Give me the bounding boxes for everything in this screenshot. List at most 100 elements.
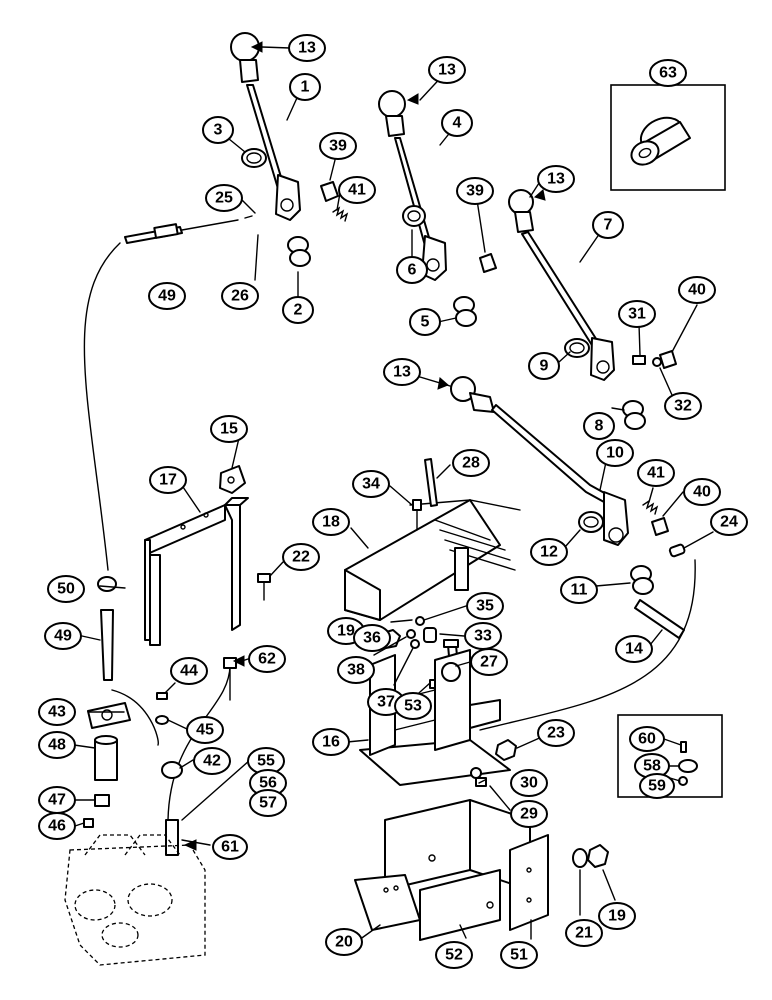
callout-29: 29: [510, 800, 548, 828]
callout-39-b: 39: [456, 177, 494, 205]
knob-5: [453, 296, 477, 327]
callout-30-label: 30: [520, 775, 538, 792]
callout-15: 15: [210, 415, 248, 443]
clip-40a: [659, 350, 677, 369]
callout-42-label: 42: [203, 753, 221, 770]
callout-53: 53: [394, 692, 432, 720]
callout-7-label: 7: [604, 217, 613, 234]
callout-1: 1: [289, 73, 321, 101]
knob-11: [630, 565, 654, 595]
callout-16-label: 16: [322, 734, 340, 751]
callout-38-label: 38: [347, 662, 365, 679]
callout-32: 32: [664, 392, 702, 420]
callout-10-label: 10: [606, 445, 624, 462]
callout-49-b: 49: [44, 622, 82, 650]
callout-28: 28: [452, 449, 490, 477]
control-valve-outline: [64, 834, 206, 966]
bracket-17: [144, 497, 249, 646]
callout-41-b: 41: [637, 459, 675, 487]
callout-60-label: 60: [638, 731, 656, 748]
callout-33-label: 33: [474, 628, 492, 645]
callout-14: 14: [615, 635, 653, 663]
callout-60: 60: [629, 726, 665, 752]
callout-49-a: 49: [148, 282, 186, 310]
callout-19-b: 19: [598, 902, 636, 930]
callout-31: 31: [618, 300, 656, 328]
callout-46: 46: [38, 812, 76, 840]
callout-19-b-label: 19: [608, 908, 626, 925]
callout-26-label: 26: [231, 288, 249, 305]
clip-40b: [651, 517, 669, 536]
callout-61-label: 61: [221, 839, 239, 856]
callout-13-c-label: 13: [547, 171, 565, 188]
callout-40-a-label: 40: [688, 282, 706, 299]
callout-18-label: 18: [322, 514, 340, 531]
callout-13-b: 13: [428, 56, 466, 84]
callout-62-label: 62: [258, 651, 276, 668]
callout-36-label: 36: [363, 630, 381, 647]
inset-63: [610, 84, 726, 191]
lever-10: [450, 376, 629, 546]
callout-55-label: 55: [257, 753, 275, 770]
callout-24-label: 24: [720, 514, 738, 531]
callout-39-a: 39: [319, 132, 357, 160]
callout-44: 44: [170, 657, 208, 685]
callout-15-label: 15: [220, 421, 238, 438]
callout-38: 38: [337, 656, 375, 684]
callout-12: 12: [530, 538, 568, 566]
callout-23: 23: [537, 719, 575, 747]
clip-39a: [320, 181, 339, 202]
callout-33: 33: [464, 622, 502, 650]
callout-23-label: 23: [547, 725, 565, 742]
callout-53-label: 53: [404, 698, 422, 715]
callout-63-label: 63: [659, 65, 677, 82]
callout-13-d-label: 13: [393, 364, 411, 381]
callout-46-label: 46: [48, 818, 66, 835]
callout-32-label: 32: [674, 398, 692, 415]
callout-4-label: 4: [453, 115, 462, 132]
callout-8: 8: [583, 412, 615, 440]
callout-25-label: 25: [215, 190, 233, 207]
clip-39b: [479, 253, 497, 273]
callout-63: 63: [649, 59, 687, 87]
tube-48: [94, 735, 118, 781]
callout-9: 9: [528, 352, 560, 380]
callout-41-a: 41: [338, 176, 376, 204]
callout-13-d: 13: [383, 358, 421, 386]
callout-48-label: 48: [48, 737, 66, 754]
callout-40-b: 40: [683, 478, 721, 506]
screw-44-45: [155, 692, 169, 725]
callout-2: 2: [282, 296, 314, 324]
callout-51: 51: [500, 941, 538, 969]
callout-57: 57: [249, 789, 287, 817]
callout-14-label: 14: [625, 641, 643, 658]
callout-26: 26: [221, 282, 259, 310]
callout-43: 43: [38, 698, 76, 726]
callout-59-label: 59: [648, 778, 666, 795]
callout-22-label: 22: [292, 549, 310, 566]
callout-13-a: 13: [288, 34, 326, 62]
callout-28-label: 28: [462, 455, 480, 472]
spring-41b: [642, 499, 659, 515]
callout-24: 24: [710, 508, 748, 536]
callout-13-b-label: 13: [438, 62, 456, 79]
callout-27: 27: [470, 648, 508, 676]
callout-37-label: 37: [377, 694, 395, 711]
callout-44-label: 44: [180, 663, 198, 680]
callout-48: 48: [38, 731, 76, 759]
callout-40-b-label: 40: [693, 484, 711, 501]
pin-33: [423, 627, 437, 643]
callout-21-label: 21: [575, 925, 593, 942]
callout-19-a-label: 19: [337, 623, 355, 640]
callout-49-b-label: 49: [54, 628, 72, 645]
callout-55: 55: [247, 747, 285, 775]
rod-28: [424, 458, 438, 507]
lever-7: [508, 189, 615, 381]
inset-58-60: [617, 714, 723, 798]
callout-22: 22: [282, 543, 320, 571]
callout-40-a: 40: [678, 276, 716, 304]
bushing-9: [564, 338, 590, 358]
washer-36-38: [406, 616, 425, 649]
washer-21: [572, 848, 588, 868]
callout-13-c: 13: [537, 165, 575, 193]
